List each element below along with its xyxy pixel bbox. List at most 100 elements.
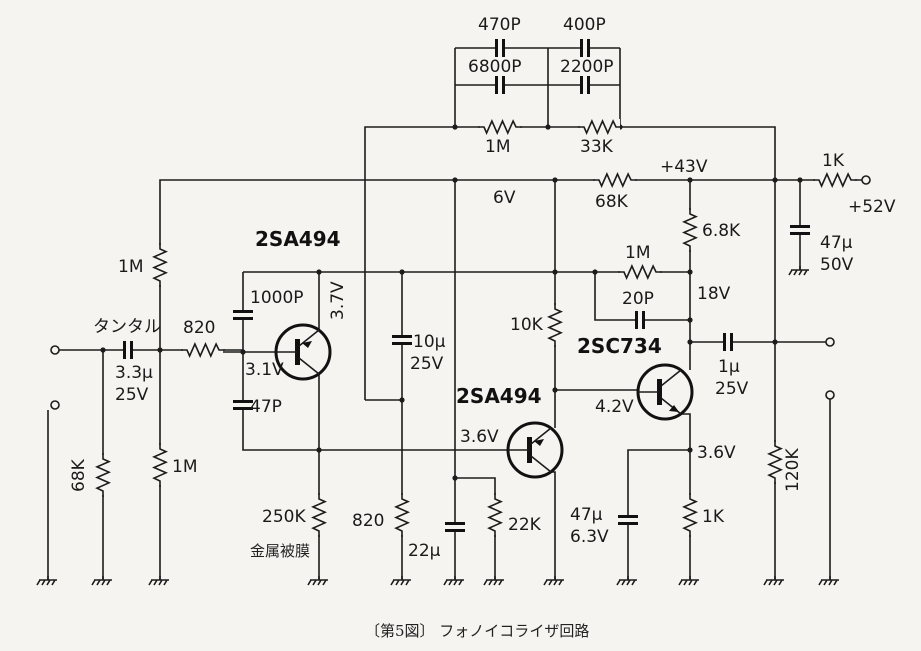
cap-2200p [587,76,590,94]
res-820-in [181,342,225,358]
res-1m-fb-label: 1M [485,137,510,157]
q2-arrow-icon [534,439,544,446]
q1-base-voltage: 3.1V [245,360,284,380]
q2-base-voltage: 3.6V [460,427,499,447]
q2-base-bar [527,437,532,463]
junction-dot [316,269,322,275]
q3-base-bar [657,379,662,405]
figure-caption: 〔第5図〕 フォノイコライザ回路 [365,622,589,640]
cap-47u-emitter [618,522,638,525]
res-1k-emitter-label: 1K [702,507,725,527]
q2-leads [508,427,552,473]
cap-10u [392,342,412,345]
cap-47p [233,407,253,410]
q1-emitter-voltage: 3.7V [328,281,348,320]
junction-dot [797,177,803,183]
ground-icon [543,576,564,586]
cap-10u-label: 10μ [413,332,446,352]
junction-dot [100,347,106,353]
res-1m-bias1-label: 1M [118,257,143,277]
ground-icon [307,576,328,586]
wire [242,272,510,451]
ground-icon [818,576,839,586]
cap-47u-emitter [618,515,638,518]
junction-dot [399,269,405,275]
cap-1u-label: 1μ [718,357,740,377]
cap-470p-bg [495,36,505,60]
q2-name: 2SA494 [456,384,542,408]
terminal [825,337,835,347]
res-68k-supply [593,172,637,188]
q3-base-voltage: 4.2V [595,397,634,417]
ground-icon [763,576,784,586]
components [36,36,871,586]
cap-47u-supply [790,232,810,235]
cap-20p [635,311,638,329]
cap-22u-label: 22μ [408,541,441,561]
ground-icon [616,576,637,586]
junction-dot [452,124,458,130]
res-10k [547,303,563,347]
cap-2200p-label: 2200P [560,57,614,77]
cap-1u-v-label: 25V [715,379,749,399]
res-22k-label: 22K [508,515,542,535]
cap-20p-label: 20P [622,289,654,309]
v6-label: 6V [493,188,516,208]
ground-icon [91,576,112,586]
ground-icon [390,576,411,586]
res-22k [487,493,503,537]
res-10k-label: 10K [510,315,544,335]
cap-2200p [580,76,583,94]
wire [364,126,776,580]
ground-icon [788,266,809,276]
wires [47,47,862,580]
q3-name: 2SC734 [577,334,662,358]
wire [455,477,496,580]
junction-dot [240,349,246,355]
cap-47u-supply [790,225,810,228]
ground-icon [443,576,464,586]
cap-47u-label: 47μ [570,505,603,525]
res-1m-fb [478,119,522,135]
cap-3u3 [123,341,126,359]
cap-47u-supply-bg [788,225,812,235]
cap-6800p [502,76,505,94]
cap-50v-label: 50V [820,255,854,275]
cap-22u [445,529,465,532]
cap-3u3-label: 3.3μ [115,363,153,383]
ground-icon [148,576,169,586]
cap-6v3-label: 6.3V [570,527,609,547]
junction-dot [687,269,693,275]
cap-47p [233,400,253,403]
res-820-label: 820 [352,511,384,531]
cap-400p-label: 400P [563,15,606,35]
junction-dot [552,177,558,183]
q3-collector-voltage: 18V [697,284,731,304]
junction-dot [157,347,163,353]
junction-dot [552,387,558,393]
junction-dot [452,475,458,481]
res-1m-bias1 [152,243,168,287]
v43-label: +43V [660,157,708,177]
cap-20p [642,311,645,329]
res-33k-label: 33K [580,137,614,157]
res-120k-label: 120K [783,448,803,492]
res-1m-bias2-label: 1M [172,457,197,477]
junction-dot [687,339,693,345]
res-250k [311,493,327,537]
cap-47p-label: 47P [250,397,282,417]
v52-label: +52V [848,197,896,217]
wire [627,449,690,580]
cap-470p-label: 470P [478,15,521,35]
res-120k [767,440,783,484]
junction-dot [399,397,405,403]
cap-400p [587,39,590,57]
tantalum-label: タンタル [93,317,161,337]
res-820-in-label: 820 [183,318,215,338]
res-6k8 [682,208,698,252]
res-68k-supply-label: 68K [595,192,629,212]
q3-arrow-icon [669,405,679,412]
cap-10u [392,335,412,338]
res-1m-bias2 [152,443,168,487]
